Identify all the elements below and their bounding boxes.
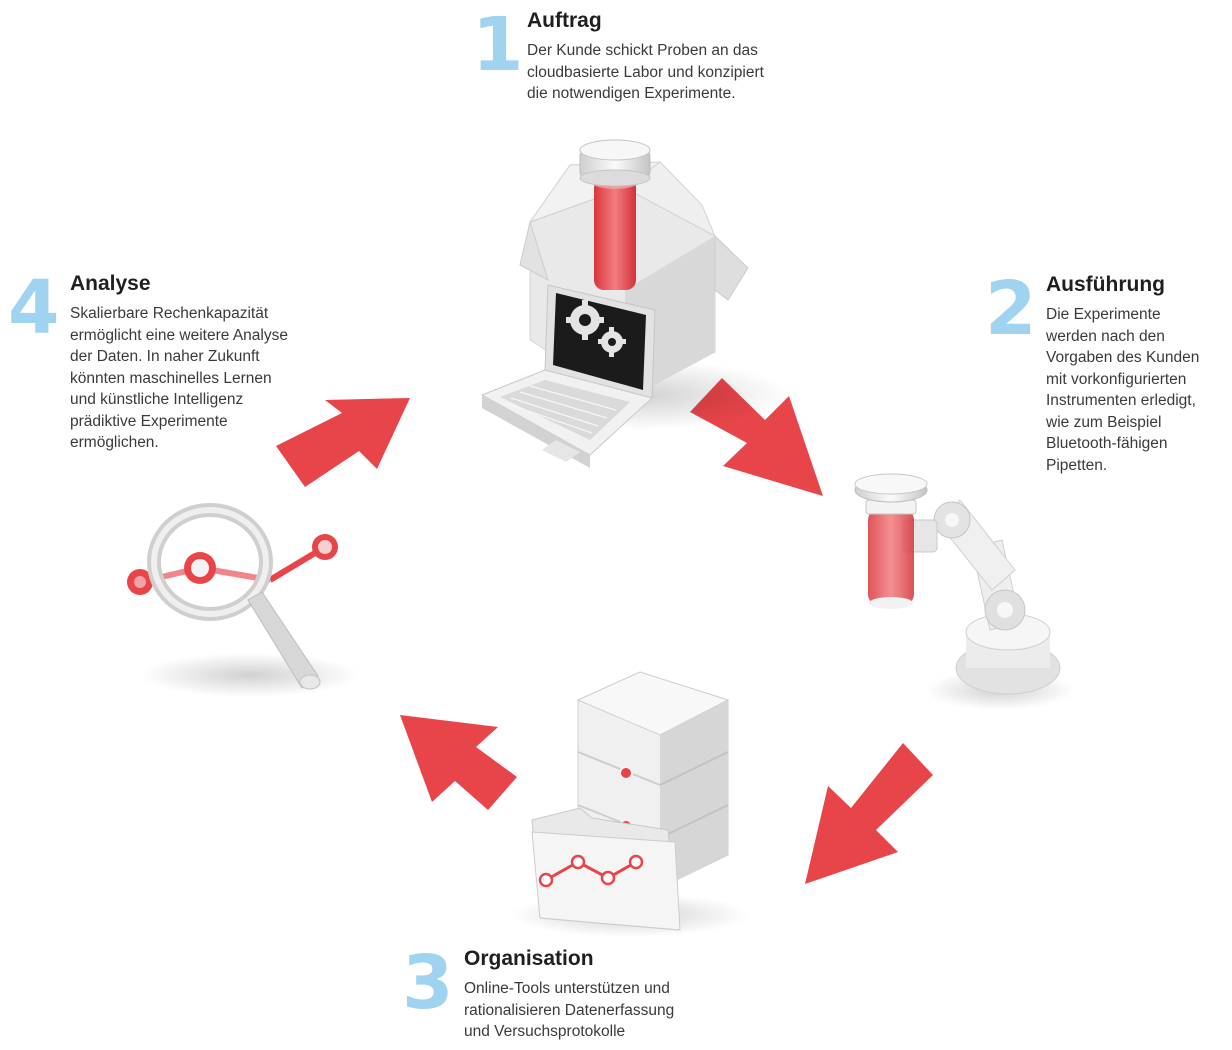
- step-number: 2: [985, 266, 1037, 352]
- step-title: Analyse: [70, 272, 151, 295]
- robot-arm-icon: [854, 473, 1075, 710]
- step-description: Der Kunde schickt Proben an das cloudbas…: [527, 42, 764, 102]
- arrow-left-down: [805, 743, 933, 884]
- step-title: Ausführung: [1046, 273, 1165, 296]
- step-title: Organisation: [464, 947, 594, 970]
- step-number: 1: [472, 2, 524, 88]
- arrow-left-up: [400, 715, 517, 810]
- laptop-gears-icon: [480, 284, 656, 468]
- step-description: Online-Tools unterstützen und rationalis…: [464, 980, 675, 1040]
- step-number: 4: [8, 265, 60, 351]
- arrow-right-up: [276, 398, 410, 487]
- server-folder-icon: [510, 671, 750, 937]
- magnifier-graph-icon: [127, 503, 360, 697]
- step-number: 3: [402, 940, 454, 1026]
- step-description: Skalierbare Rechenkapazität ermöglicht e…: [70, 305, 288, 451]
- step-title: Auftrag: [527, 9, 602, 32]
- step-description: Die Experimente werden nach den Vorgaben…: [1046, 306, 1200, 474]
